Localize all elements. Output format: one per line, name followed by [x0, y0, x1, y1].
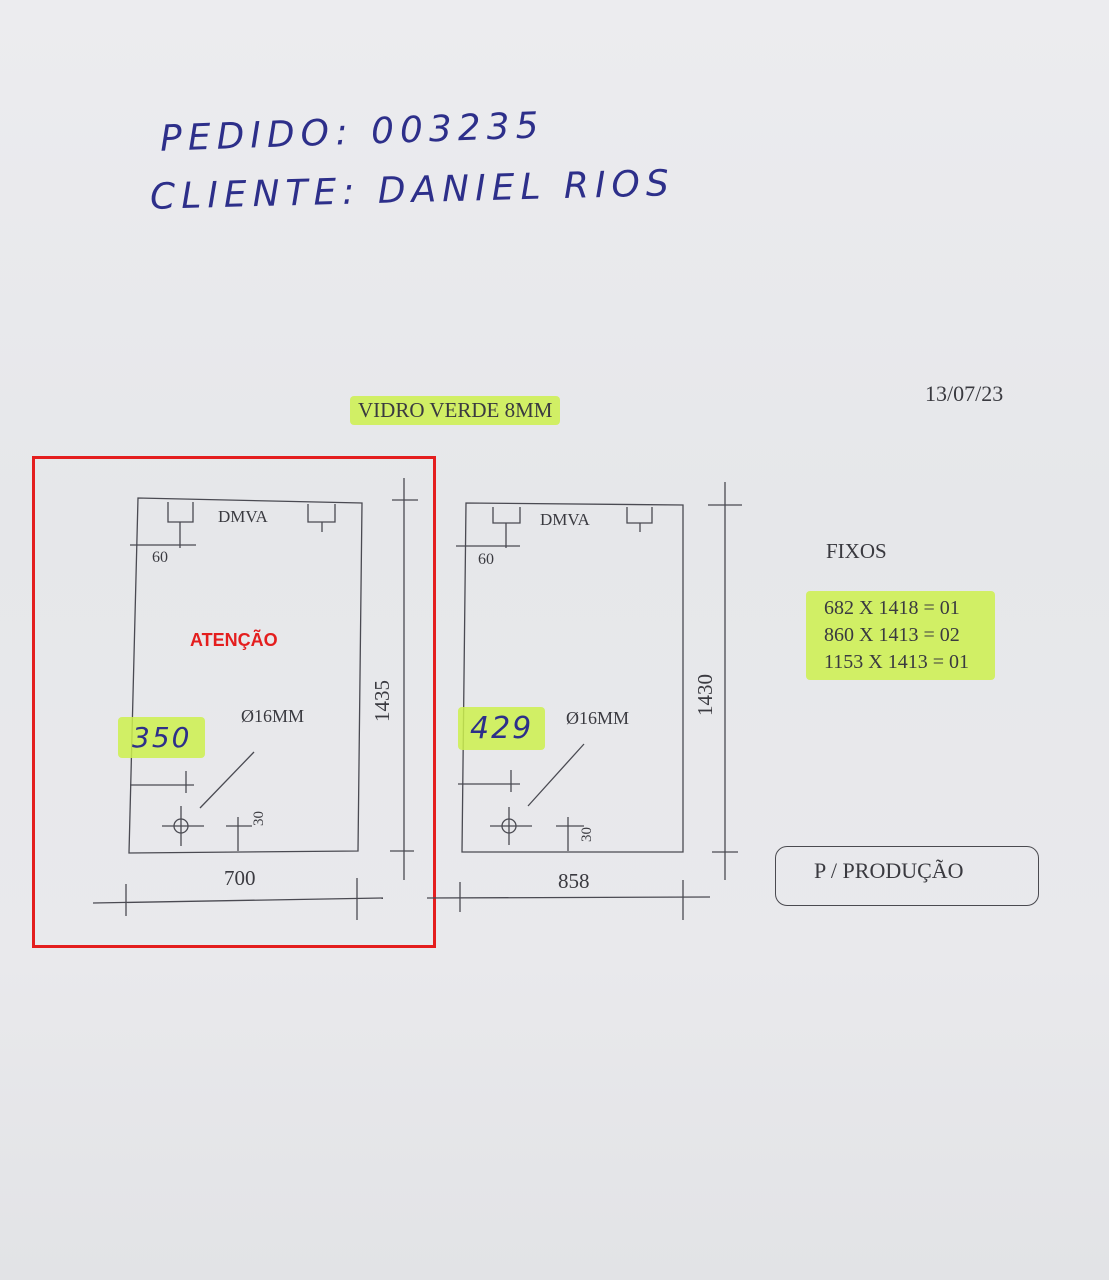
panel-1-hinge-right-icon	[307, 504, 336, 532]
panel-2-width-line	[426, 896, 711, 899]
attention-box	[32, 456, 436, 948]
panel-2-offset-dim: 60	[478, 551, 494, 568]
attention-label: ATENÇÃO	[190, 630, 278, 650]
order-date: 13/07/23	[925, 381, 1004, 406]
production-badge	[775, 846, 1039, 906]
panel-1-hole-dim: 30	[251, 811, 267, 826]
panel-2-handwritten-note: 429	[458, 707, 546, 750]
panel-1-handwritten-note: 350	[118, 717, 206, 758]
panel-2-hole-leader	[527, 743, 585, 807]
production-label: P / PRODUÇÃO	[814, 858, 964, 883]
fixos-item: 682 X 1418 = 01	[824, 597, 960, 619]
fixos-item: 860 X 1413 = 02	[824, 624, 960, 646]
panel-1-height: 1435	[370, 680, 394, 722]
panel-1-offset-dim: 60	[152, 549, 168, 566]
fixos-item: 1153 X 1413 = 01	[824, 651, 969, 673]
panel-2-hinge-left-icon	[492, 507, 521, 548]
panel-1-hole-label: Ø16MM	[241, 706, 305, 726]
panel-1-hinge-left-icon	[167, 502, 194, 548]
panel-1-width-line	[92, 897, 384, 904]
panel-2-height: 1430	[693, 674, 717, 716]
fixos-title: FIXOS	[826, 539, 887, 563]
panel-2-hinge-right-icon	[626, 507, 653, 532]
panel-2-outline	[461, 502, 684, 853]
panel-2-label: DMVA	[540, 510, 590, 529]
panel-1-label: DMVA	[218, 507, 268, 526]
panel-2-hole-label: Ø16MM	[566, 708, 630, 728]
fixos-list: 682 X 1418 = 01 860 X 1413 = 02 1153 X 1…	[806, 591, 995, 680]
material-label: VIDRO VERDE 8MM	[350, 396, 561, 425]
panel-1-hole-leader	[199, 751, 255, 809]
panel-1-width: 700	[224, 866, 256, 890]
panel-2-hole-dim: 30	[579, 827, 595, 842]
panel-2-width: 858	[558, 869, 590, 893]
